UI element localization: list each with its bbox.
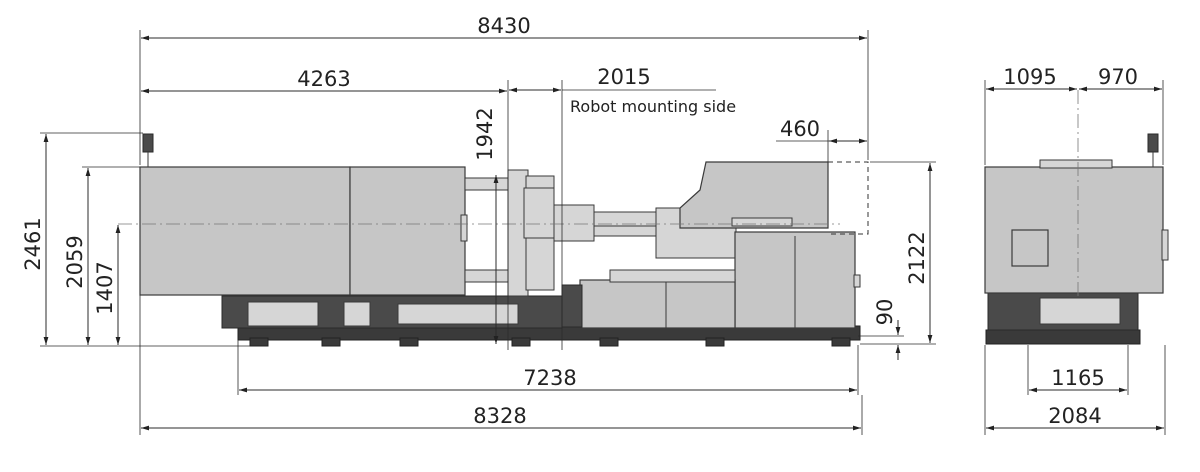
dimension-labels: 8430 4263 2015 Robot mounting side 460 1… (21, 14, 1138, 428)
dim-base-length: 7238 (523, 366, 576, 390)
front-view (118, 133, 869, 347)
foot (599, 337, 619, 347)
lower-cabinet (579, 279, 736, 329)
side-window (1011, 229, 1049, 267)
dim-foot-height: 90 (873, 299, 897, 326)
dim-center-height: 1407 (93, 261, 117, 314)
beacon-light (1147, 133, 1159, 153)
dim-clamp-length: 4263 (297, 67, 350, 91)
foot (321, 337, 341, 347)
foot (399, 337, 419, 347)
beacon-light (142, 133, 154, 153)
dim-robot-offset: 2015 (597, 65, 650, 89)
dim-side-foot-width: 1165 (1051, 366, 1104, 390)
foot (705, 337, 725, 347)
dim-total-height: 2461 (21, 217, 45, 270)
dim-body-height: 2059 (63, 235, 87, 288)
foot (511, 337, 531, 347)
injection-nozzle (553, 204, 595, 242)
dim-side-width-left: 1095 (1003, 65, 1056, 89)
clamp-guard (139, 166, 351, 296)
robot-mounting-note: Robot mounting side (570, 97, 736, 116)
foot (831, 337, 851, 347)
robot-envelope (828, 161, 869, 235)
dim-center-height-top: 1942 (473, 107, 497, 160)
side-view (984, 90, 1169, 345)
dim-overall-length-top: 8430 (477, 14, 530, 38)
dim-side-total-width: 2084 (1048, 404, 1101, 428)
dim-right-height: 2122 (905, 231, 929, 284)
dim-hopper-offset: 460 (780, 117, 820, 141)
foot (249, 337, 269, 347)
dim-side-width-right: 970 (1098, 65, 1138, 89)
tie-bar (464, 269, 511, 283)
dimension-lines (40, 30, 1166, 435)
dim-overall-length-bottom: 8328 (473, 404, 526, 428)
tie-bar (464, 177, 511, 191)
